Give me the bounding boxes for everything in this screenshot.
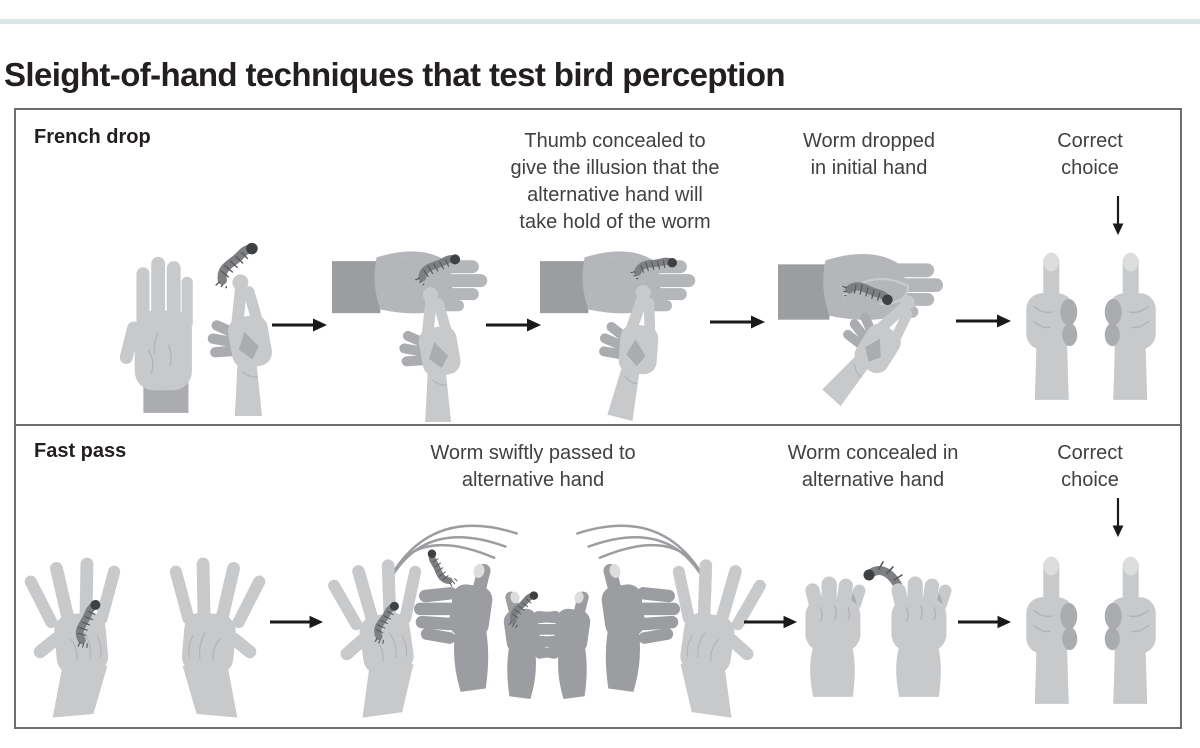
right-arrow-icon [486, 318, 542, 332]
right-arrow-icon [710, 315, 766, 329]
french-drop-correct-choice-hands [1025, 251, 1157, 400]
page-title: Sleight-of-hand techniques that test bir… [4, 56, 786, 94]
right-arrow-icon [958, 615, 1012, 629]
french-drop-step2-hands [332, 238, 488, 422]
right-arrow-icon [956, 314, 1012, 328]
top-accent-line [0, 19, 1200, 24]
row-label-fast-pass: Fast pass [34, 440, 127, 462]
caption-french-drop-concealed: Thumb concealed to give the illusion tha… [510, 130, 720, 233]
caption-french-drop-correct-choice: Correct choice [1057, 130, 1123, 179]
down-arrow-icon [1112, 498, 1124, 538]
fast-pass-step3-hands [803, 561, 954, 697]
french-drop-step4-hands [778, 253, 944, 415]
caption-fast-pass-correct-choice: Correct choice [1057, 442, 1123, 491]
caption-fast-pass-concealed: Worm concealed in alternative hand [787, 442, 959, 491]
right-arrow-icon [272, 318, 328, 332]
fast-pass-correct-choice-hands [1025, 555, 1157, 704]
figure-panel: French drop Thumb concealed to give the … [14, 108, 1182, 729]
fast-pass-step1-hands [20, 553, 270, 720]
right-arrow-icon [744, 615, 798, 629]
row-label-french-drop: French drop [34, 126, 151, 148]
down-arrow-icon [1112, 196, 1124, 236]
caption-french-drop-dropped: Worm dropped in initial hand [803, 130, 935, 179]
caption-fast-pass-passed: Worm swiftly passed to alternative hand [430, 442, 636, 491]
right-arrow-icon [270, 615, 324, 629]
row-divider [16, 424, 1180, 426]
french-drop-step3-hands [540, 238, 696, 425]
fast-pass-step2-hands [323, 524, 771, 721]
